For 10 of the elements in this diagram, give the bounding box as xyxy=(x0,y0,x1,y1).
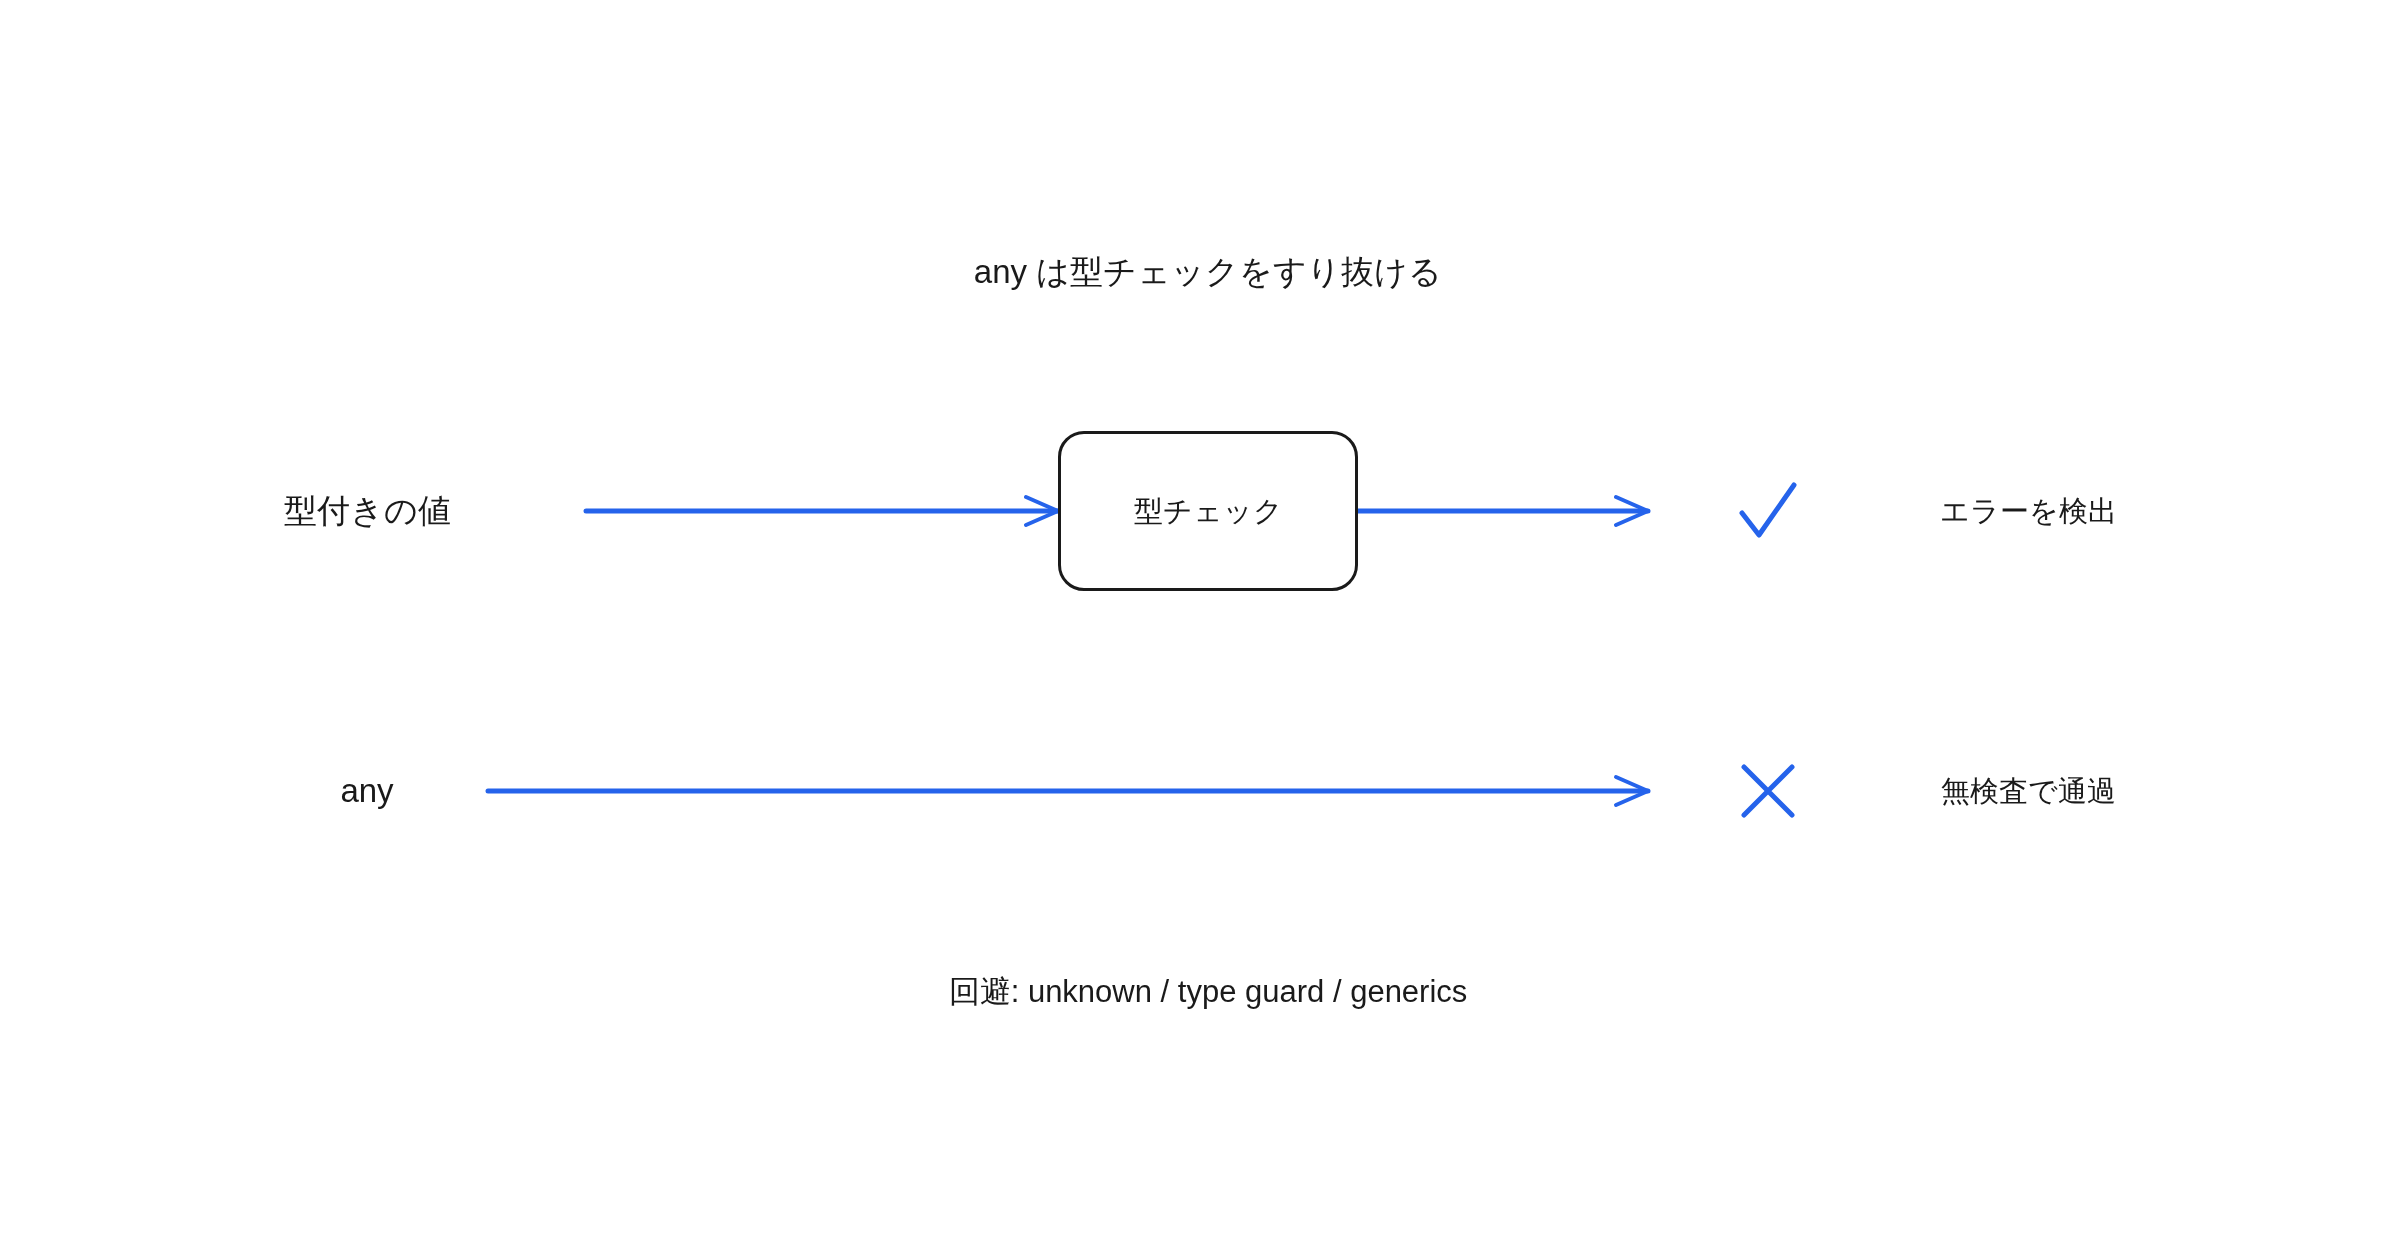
result-label: エラーを検出 xyxy=(1939,493,2117,529)
cross-icon xyxy=(1739,762,1797,820)
diagram-title: any は型チェックをすり抜ける xyxy=(973,252,1443,292)
input-label: any xyxy=(340,771,394,811)
caption: 回避: unknown / type guard / generics xyxy=(948,973,1468,1011)
result-label: 無検査で通過 xyxy=(1940,773,2116,809)
arrow xyxy=(485,775,1651,807)
check-icon xyxy=(1739,481,1797,539)
process-box: 型チェック xyxy=(1058,431,1358,591)
input-label: 型付きの値 xyxy=(283,491,451,531)
